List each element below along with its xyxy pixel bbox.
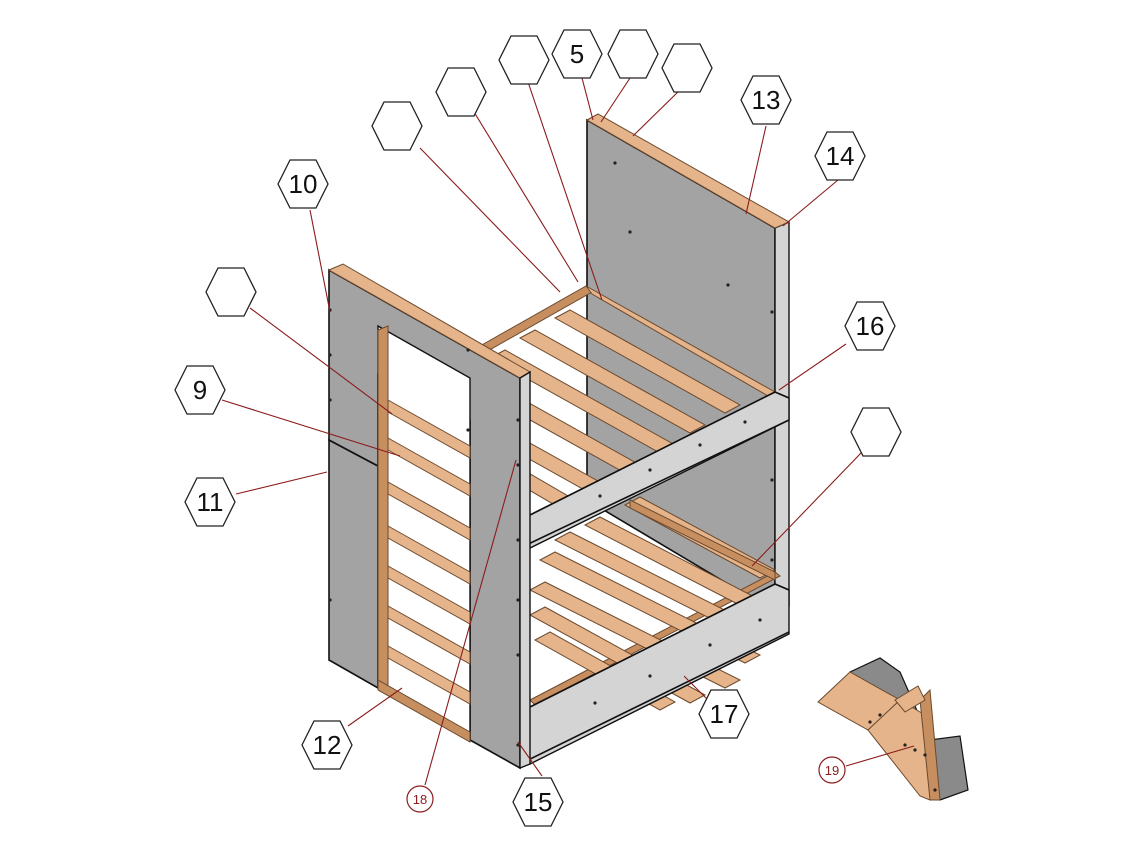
callout-10: 10 [277, 159, 329, 209]
callout-11: 11 [184, 477, 236, 527]
callout-14: 14 [814, 131, 866, 181]
front-end-panel [327, 263, 531, 770]
callout-blank-2 [435, 67, 487, 117]
upper-bunk [393, 285, 790, 549]
lower-bunk [519, 496, 790, 765]
leader-lines [221, 77, 915, 786]
callout-19: 19 [818, 756, 846, 784]
callout-13-label: 13 [752, 85, 781, 115]
callout-17-label: 17 [710, 699, 739, 729]
callout-19-label: 19 [825, 763, 839, 778]
callout-16-label: 16 [856, 311, 885, 341]
callout-10-label: 10 [289, 169, 318, 199]
callout-17: 17 [698, 689, 750, 739]
callout-14-label: 14 [826, 141, 855, 171]
callout-15: 15 [512, 777, 564, 827]
callout-5-label: 5 [570, 39, 584, 69]
callout-16: 16 [844, 301, 896, 351]
callout-9-label: 9 [193, 375, 207, 405]
callout-blank-6 [205, 267, 257, 317]
callout-13: 13 [740, 75, 792, 125]
callout-5: 5 [551, 29, 603, 79]
callout-blank-5 [661, 43, 713, 93]
callout-blank-4 [607, 29, 659, 79]
ladder-rungs [387, 399, 471, 705]
callout-12-label: 12 [313, 730, 342, 760]
callout-blank-3 [498, 35, 550, 85]
callout-9: 9 [174, 365, 226, 415]
callout-15-label: 15 [524, 787, 553, 817]
callout-11-label: 11 [197, 487, 224, 517]
callout-blank-7 [850, 407, 902, 457]
detail-inset [817, 657, 969, 801]
callout-12: 12 [301, 720, 353, 770]
callout-blank-1 [371, 101, 423, 151]
callout-18: 18 [406, 785, 434, 813]
callout-18-label: 18 [413, 792, 427, 807]
